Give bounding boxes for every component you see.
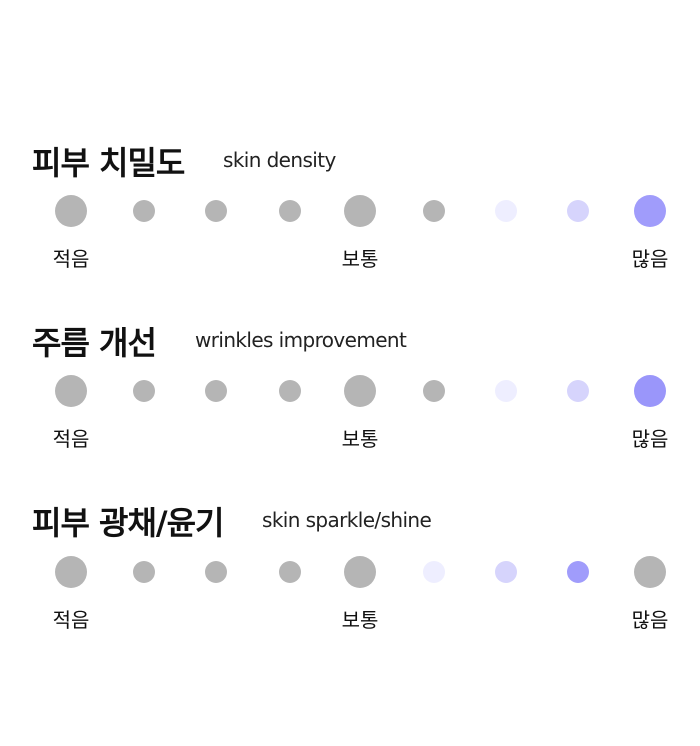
rating-dot bbox=[567, 200, 589, 222]
rating-dot bbox=[133, 380, 155, 402]
rating-dot bbox=[205, 200, 227, 222]
rating-dot bbox=[344, 375, 376, 407]
rating-dot bbox=[205, 561, 227, 583]
rating-dot bbox=[634, 556, 666, 588]
row-title: 주름 개선 bbox=[32, 324, 157, 362]
rating-dot bbox=[279, 561, 301, 583]
row-subtitle: skin sparkle/shine bbox=[262, 508, 432, 532]
rating-dot bbox=[205, 380, 227, 402]
rating-dot bbox=[495, 200, 517, 222]
row-title: 피부 광채/윤기 bbox=[32, 504, 224, 542]
row-subtitle: wrinkles improvement bbox=[195, 328, 407, 352]
scale-label-low: 적음 bbox=[52, 427, 90, 451]
scale-label-high: 많음 bbox=[631, 247, 669, 271]
scale-label-low: 적음 bbox=[52, 608, 90, 632]
scale-label-mid: 보통 bbox=[341, 608, 379, 632]
rating-dot bbox=[567, 380, 589, 402]
rating-dot bbox=[344, 195, 376, 227]
rating-dot bbox=[634, 375, 666, 407]
rating-dot bbox=[567, 561, 589, 583]
rating-dot bbox=[133, 200, 155, 222]
row-title: 피부 치밀도 bbox=[32, 144, 185, 182]
rating-dot bbox=[133, 561, 155, 583]
rating-dot bbox=[55, 195, 87, 227]
rating-dot bbox=[423, 380, 445, 402]
rating-dot bbox=[279, 200, 301, 222]
rating-dot bbox=[344, 556, 376, 588]
scale-label-low: 적음 bbox=[52, 247, 90, 271]
rating-dot bbox=[495, 561, 517, 583]
rating-dot bbox=[423, 561, 445, 583]
rating-dot bbox=[423, 200, 445, 222]
rating-dot bbox=[55, 375, 87, 407]
scale-label-mid: 보통 bbox=[341, 247, 379, 271]
rating-dot bbox=[634, 195, 666, 227]
row-subtitle: skin density bbox=[223, 148, 336, 172]
rating-dot bbox=[495, 380, 517, 402]
rating-dot bbox=[279, 380, 301, 402]
scale-label-mid: 보통 bbox=[341, 427, 379, 451]
rating-dot bbox=[55, 556, 87, 588]
scale-label-high: 많음 bbox=[631, 608, 669, 632]
scale-label-high: 많음 bbox=[631, 427, 669, 451]
